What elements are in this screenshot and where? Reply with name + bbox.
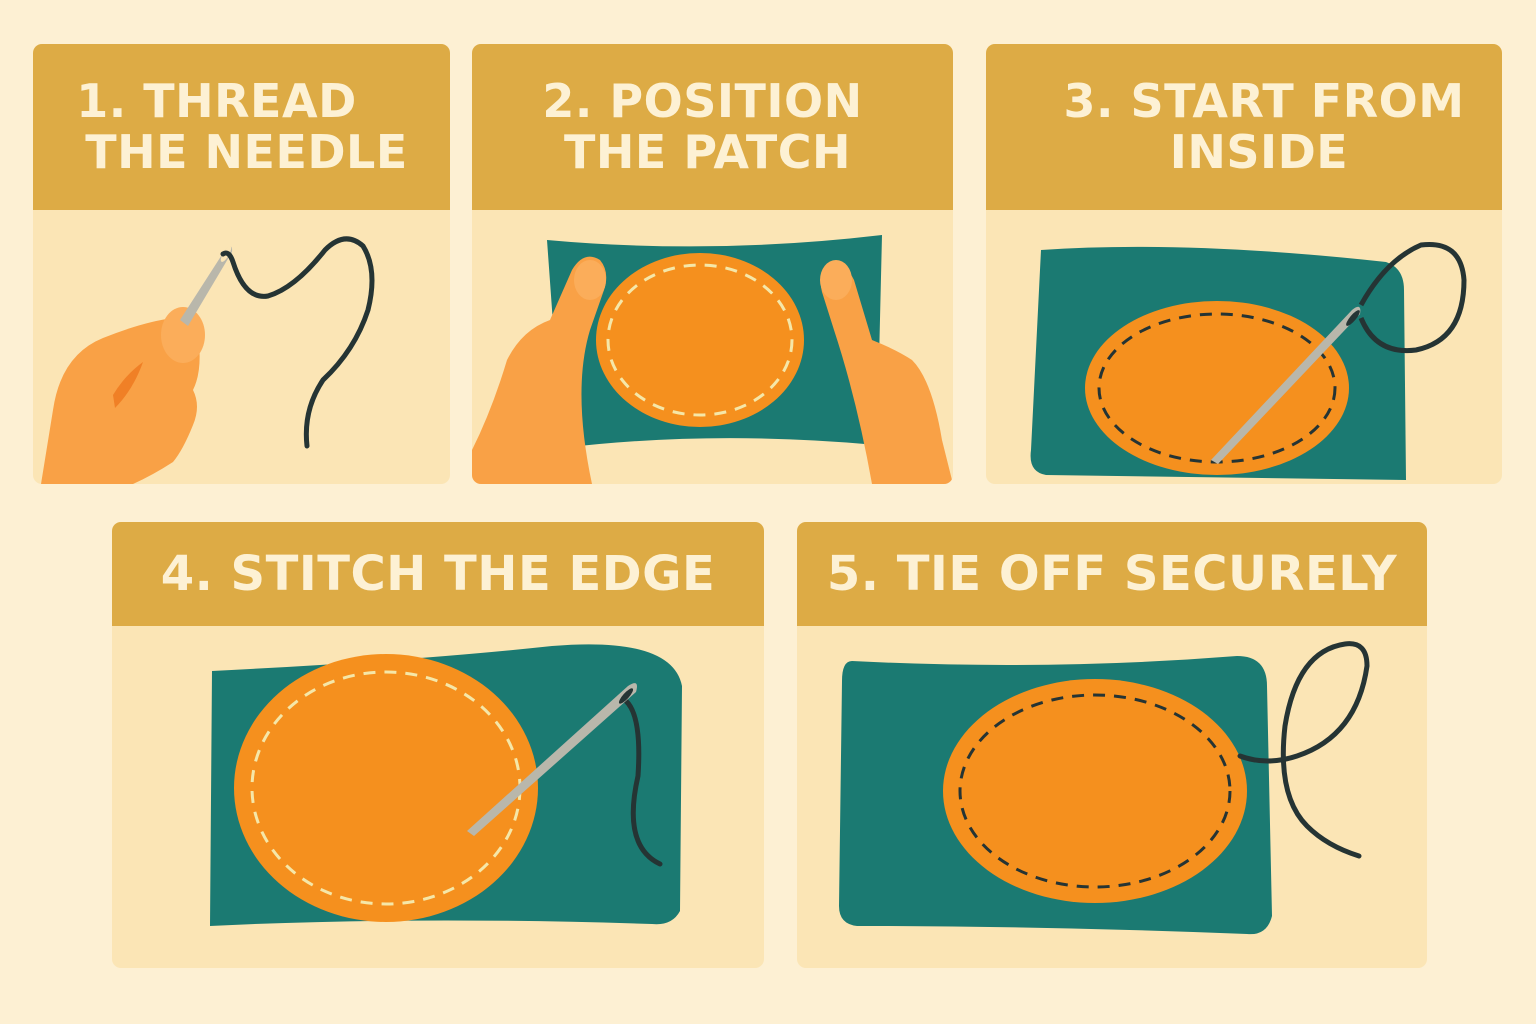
step-1-header: 1. THREAD THE NEEDLE [33,44,450,210]
step-3-header: 3. START FROM INSIDE [986,44,1502,210]
step-5-panel: 5. TIE OFF SECURELY [797,522,1427,968]
step-1-title-line2: THE NEEDLE [85,125,408,179]
step-4-title: 4. STITCH THE EDGE [160,545,716,602]
step-1-panel: 1. THREAD THE NEEDLE [33,44,450,484]
tied-thread-on-fabric-icon [839,641,1370,935]
step-4-header: 4. STITCH THE EDGE [112,522,764,626]
step-2-illustration [472,210,953,484]
step-2-title-line2: THE PATCH [564,125,851,179]
needle-entering-patch-icon [1030,241,1467,480]
step-1-title-line1: 1. THREAD [76,74,357,129]
step-3-illustration [986,210,1502,484]
step-1-illustration [33,210,450,484]
step-3-title-line1: 3. START FROM [1063,74,1465,129]
step-3-panel: 3. START FROM INSIDE [986,44,1502,484]
step-4-illustration [112,626,764,968]
step-2-header: 2. POSITION THE PATCH [472,44,953,210]
step-3-title-line2: INSIDE [1169,125,1349,179]
hands-holding-fabric-icon [472,235,953,484]
step-5-header: 5. TIE OFF SECURELY [797,522,1427,626]
step-4-panel: 4. STITCH THE EDGE [112,522,764,968]
step-5-title: 5. TIE OFF SECURELY [826,545,1398,602]
needle-stitching-edge-icon [210,644,682,926]
step-5-illustration [797,626,1427,968]
step-2-title-line1: 2. POSITION [542,74,863,129]
step-2-panel: 2. POSITION THE PATCH [472,44,953,484]
hand-threading-needle-icon [41,236,375,484]
